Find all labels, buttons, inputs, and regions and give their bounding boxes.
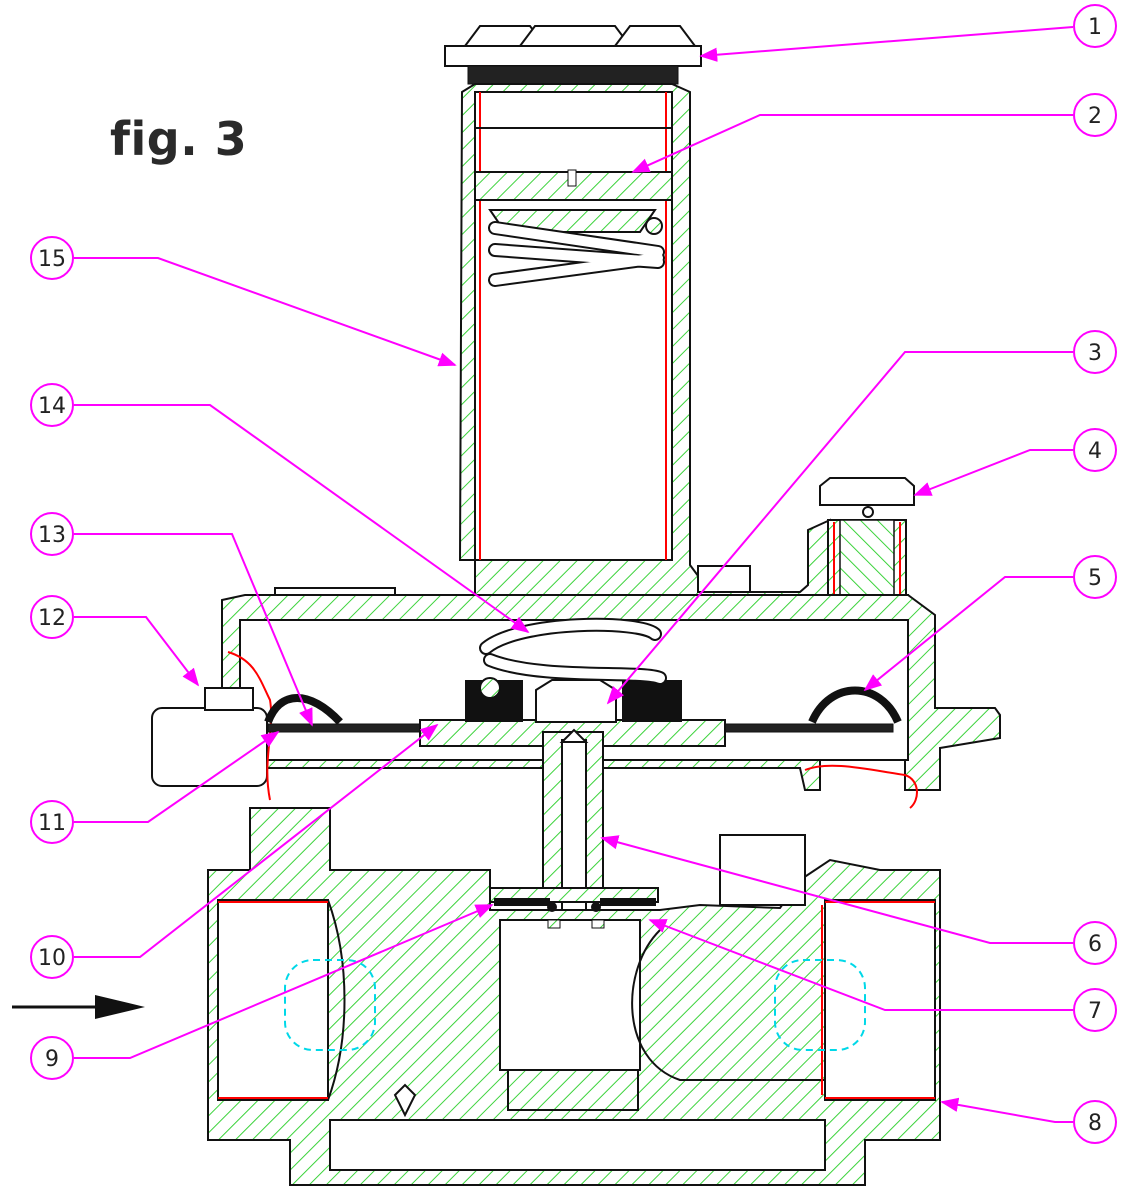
callout-11: 11	[30, 730, 280, 844]
callout-13: 13	[30, 512, 313, 727]
callout-circle-12	[30, 595, 74, 639]
callout-leader-15	[74, 257, 457, 367]
callout-label-11: 11	[38, 811, 66, 836]
callout-15: 15	[30, 236, 457, 367]
callout-leader-1	[699, 26, 1074, 62]
callout-leader-11	[74, 730, 280, 823]
callout-label-9: 9	[45, 1047, 59, 1072]
callout-leader-13	[74, 533, 313, 727]
callout-circle-2	[1073, 93, 1117, 137]
figure-title: fig. 3	[110, 112, 248, 166]
callout-1: 1	[699, 4, 1117, 62]
callout-label-3: 3	[1088, 341, 1102, 366]
callout-label-2: 2	[1088, 104, 1102, 129]
callout-label-5: 5	[1088, 566, 1102, 591]
callout-circle-4	[1073, 428, 1117, 472]
callout-6: 6	[600, 835, 1117, 965]
callout-leader-6	[600, 835, 1073, 944]
callout-leader-10	[74, 723, 439, 958]
callout-label-1: 1	[1088, 15, 1102, 40]
adjusting-cap	[444, 25, 702, 85]
callout-circle-10	[30, 935, 74, 979]
callout-leader-7	[648, 919, 1073, 1011]
callout-leader-8	[940, 1097, 1073, 1123]
valve-seat-and-disc	[489, 887, 659, 929]
callout-10: 10	[30, 723, 439, 979]
valve-body	[207, 807, 941, 1186]
callout-circle-1	[1073, 4, 1117, 48]
callout-leader-3	[606, 351, 1073, 705]
callout-leader-14	[74, 404, 530, 634]
spring-adjusting-nut	[474, 169, 673, 287]
callout-label-12: 12	[38, 606, 66, 631]
callout-label-6: 6	[1088, 932, 1102, 957]
callout-12: 12	[30, 595, 200, 687]
callout-circle-3	[1073, 330, 1117, 374]
callout-circle-7	[1073, 988, 1117, 1032]
callout-label-14: 14	[38, 394, 66, 419]
relief-plug	[819, 477, 915, 601]
callout-14: 14	[30, 383, 530, 634]
callout-circle-6	[1073, 921, 1117, 965]
flow-direction-arrow	[12, 995, 145, 1019]
callout-5: 5	[863, 555, 1117, 692]
callout-3: 3	[606, 330, 1117, 705]
callout-circle-11	[30, 800, 74, 844]
callout-leader-4	[913, 449, 1073, 496]
hidden-ports	[284, 959, 866, 1051]
callout-4: 4	[913, 428, 1117, 496]
callout-7: 7	[648, 919, 1117, 1032]
callout-leader-12	[74, 616, 200, 687]
callout-2: 2	[631, 93, 1117, 173]
callout-leader-2	[631, 114, 1073, 173]
callout-label-13: 13	[38, 523, 66, 548]
callout-label-8: 8	[1088, 1111, 1102, 1136]
callout-circle-14	[30, 383, 74, 427]
callout-circle-5	[1073, 555, 1117, 599]
callout-circle-15	[30, 236, 74, 280]
callout-label-15: 15	[38, 247, 66, 272]
callout-label-4: 4	[1088, 439, 1102, 464]
callout-leader-5	[863, 576, 1073, 692]
callout-9: 9	[30, 904, 494, 1080]
callout-circle-9	[30, 1036, 74, 1080]
callout-label-7: 7	[1088, 999, 1102, 1024]
callout-8: 8	[940, 1097, 1117, 1144]
callout-circle-8	[1073, 1100, 1117, 1144]
spring-housing	[274, 83, 909, 616]
callout-label-10: 10	[38, 946, 66, 971]
callout-circle-13	[30, 512, 74, 556]
callout-leader-9	[74, 904, 494, 1059]
